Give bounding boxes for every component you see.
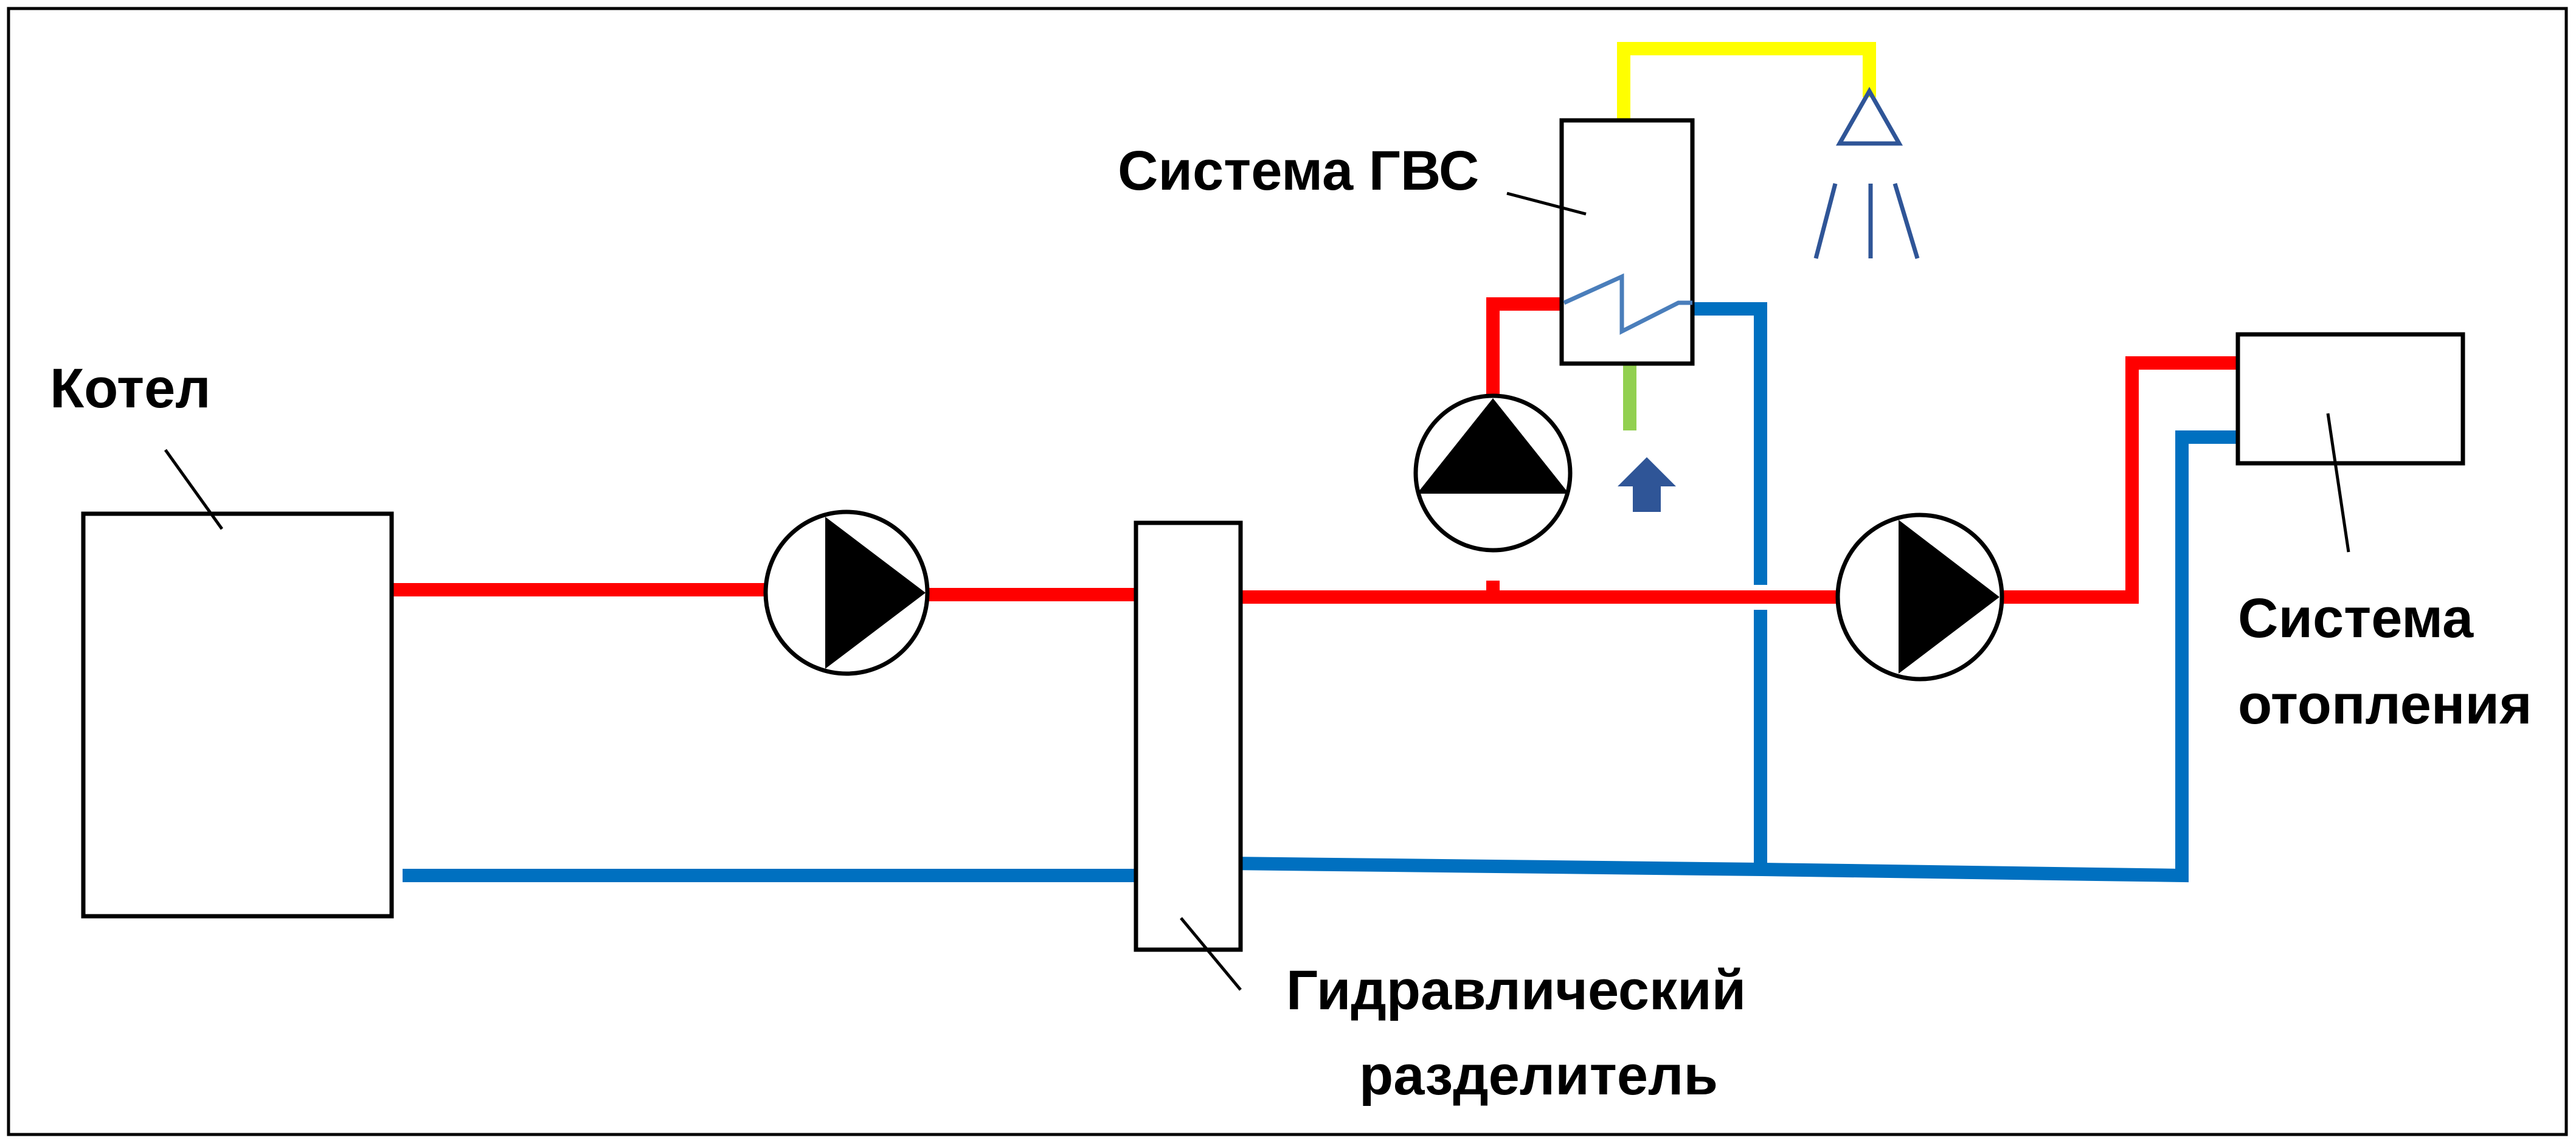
return-pipe-dhw-to-main-upper	[1694, 302, 1767, 585]
pump-icon	[763, 509, 930, 676]
heating-system-label-line1: Система	[2238, 587, 2474, 649]
heating-leader-line	[2326, 413, 2350, 553]
separator-leader-line	[1180, 917, 1242, 991]
pump-icon	[1413, 393, 1573, 553]
dhw-leader-line	[1506, 192, 1587, 216]
dhw-hot-water-pipe	[1617, 42, 1876, 120]
diagram-frame	[7, 7, 2568, 1136]
dhw-tank-box	[1559, 118, 1695, 366]
up-arrow-icon	[1618, 457, 1676, 512]
boiler-box	[81, 511, 394, 919]
heating-pump-arrow	[1899, 520, 2000, 674]
heat-exchanger-coil-icon	[1563, 273, 1692, 335]
shower-head	[1835, 86, 1903, 146]
supply-pipe-heating-out	[2001, 356, 2238, 604]
boiler-label: Котел	[50, 357, 211, 420]
shower-icon	[1813, 86, 1920, 260]
boiler-pump-arrow	[825, 517, 926, 669]
boiler-leader-line	[164, 449, 224, 530]
supply-pipe-dhw-branch-upper	[1486, 297, 1562, 399]
heating-system-box	[2235, 332, 2465, 466]
pump-icon	[1835, 513, 2004, 682]
hydraulic-separator-label-line1: Гидравлический	[1286, 959, 1746, 1021]
hydraulic-separator-box	[1134, 520, 1243, 952]
hydraulic-separator-label-line2: разделитель	[1359, 1045, 1718, 1107]
dhw-system-label: Система ГВС	[1118, 140, 1479, 202]
shower-stream-right	[1892, 182, 1920, 260]
dhw-pump-arrow	[1417, 398, 1569, 494]
return-pipe-heating-to-separator	[1228, 430, 2238, 883]
heating-system-label-line2: отопления	[2238, 674, 2532, 736]
supply-pipes	[391, 297, 2238, 604]
return-pipes	[403, 302, 2238, 883]
shower-stream-left	[1813, 183, 1838, 259]
